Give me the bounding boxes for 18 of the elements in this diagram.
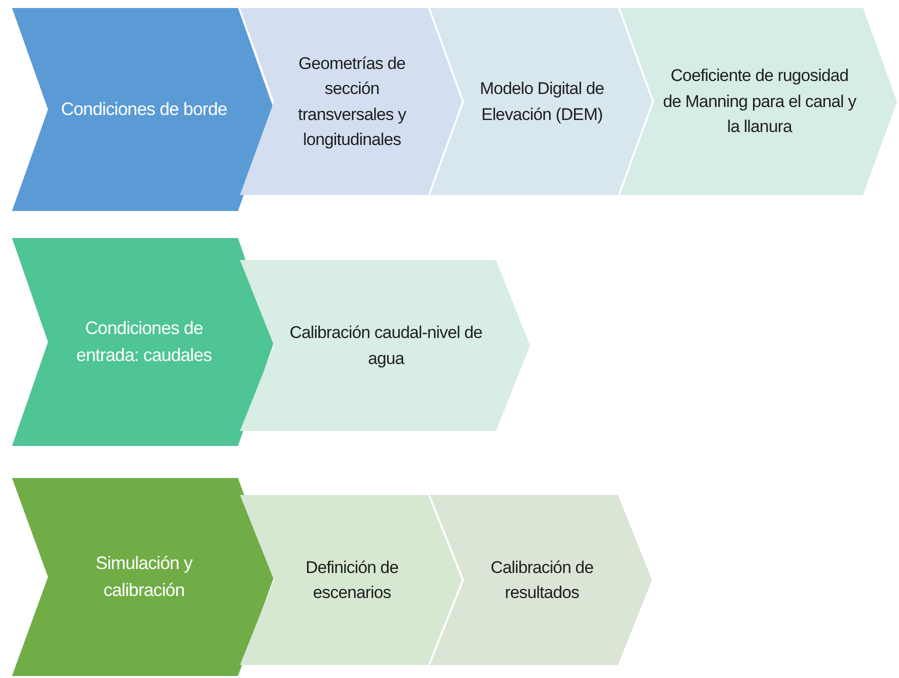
chevron-shape [12, 8, 274, 211]
chevron-shape [430, 495, 652, 665]
chevron-shape [12, 238, 274, 446]
chevron-label: Definición de escenarios [304, 556, 400, 604]
chevron-label: Condiciones de borde [60, 98, 228, 121]
chevron-label: Condiciones de entrada: caudales [75, 317, 213, 367]
chevron-shape [240, 8, 462, 195]
chevron-shape [240, 495, 462, 665]
chevron-label: Simulación y calibración [94, 552, 194, 602]
chevron-label: Coeficiente de rugosidad de Manning para el canal y la llanura [662, 65, 858, 138]
chevron-label: Calibración de resultados [490, 556, 594, 604]
chevron-label: Calibración caudal-nivel de agua [288, 322, 484, 370]
chevron-shape [620, 8, 897, 195]
chevron-shape [240, 260, 530, 431]
chevron-label: Modelo Digital de Elevación (DEM) [478, 78, 606, 126]
chevron-label: Geometrías de sección transversales y longitudinales [297, 52, 408, 151]
chevron-shape [12, 478, 274, 676]
chevron-shape [430, 8, 652, 195]
